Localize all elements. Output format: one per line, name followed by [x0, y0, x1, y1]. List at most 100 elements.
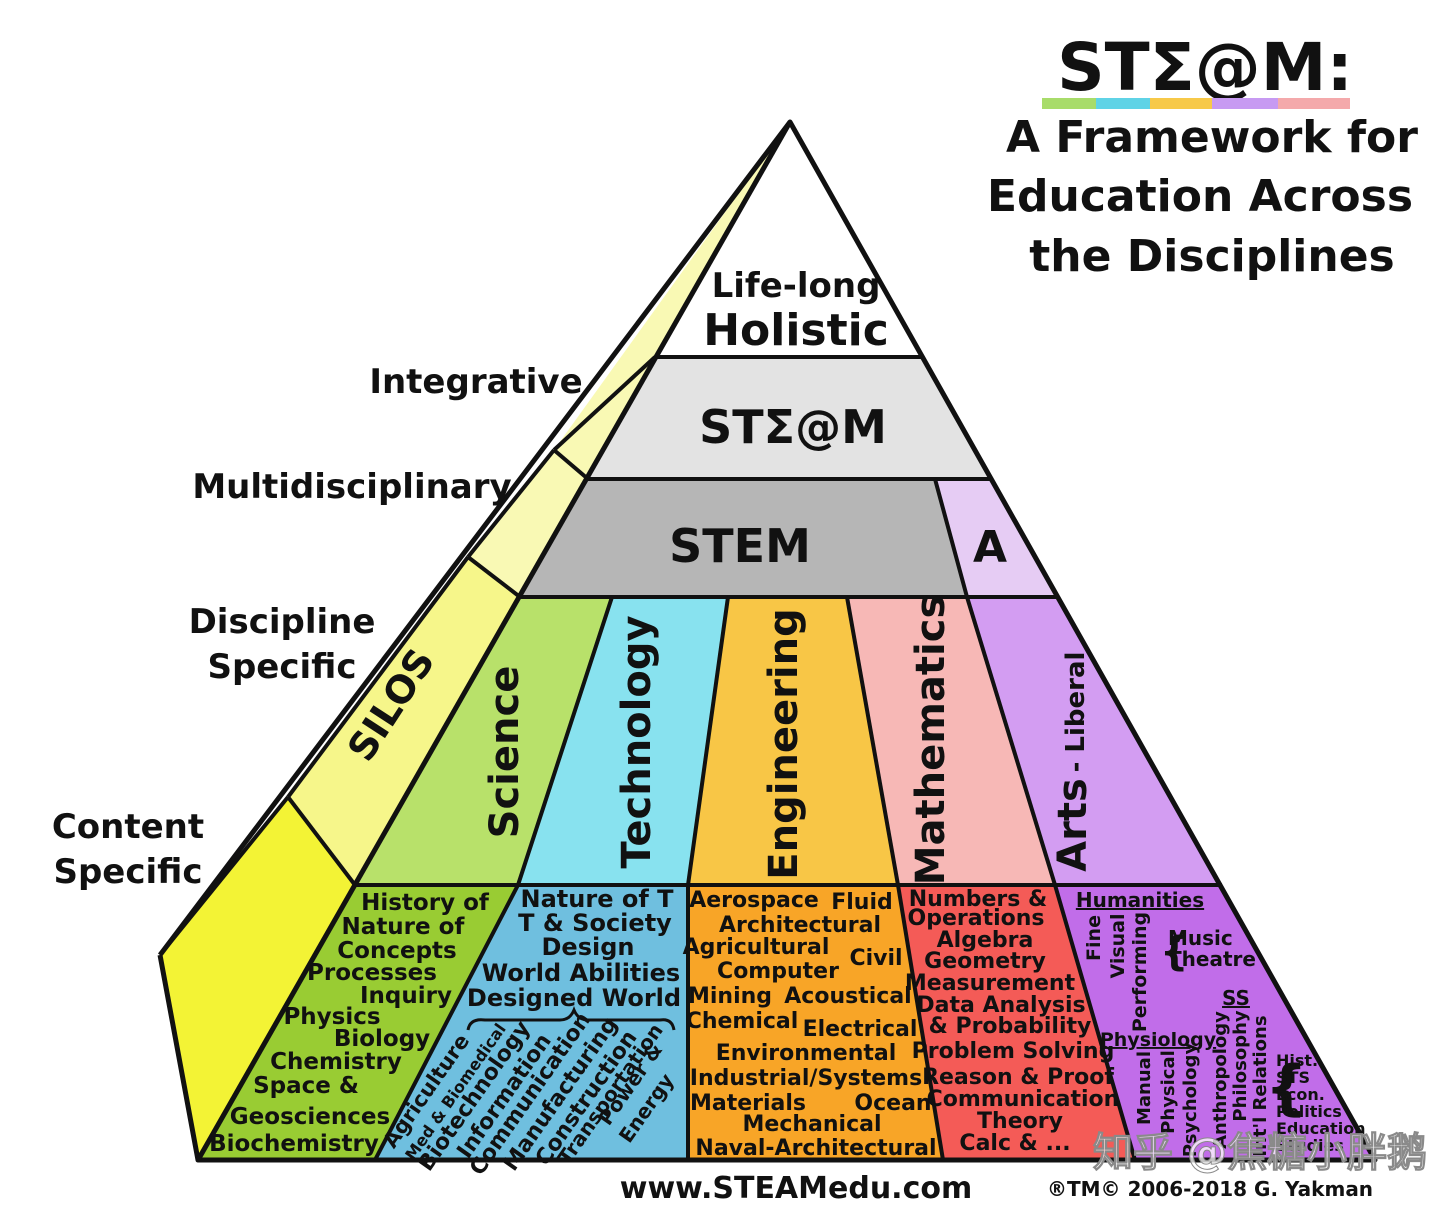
level-label-content: Content [52, 807, 204, 847]
arts-philosophy: Philosophy [1230, 1010, 1251, 1121]
science-item: Processes [307, 960, 437, 986]
arts-physiology: Physiology [1100, 1029, 1217, 1051]
science-item: Inquiry [360, 983, 452, 1009]
technology-column [518, 597, 728, 885]
engineering-item: Mining [688, 984, 772, 1009]
steam-band [588, 357, 990, 479]
pyramid-outlines [157, 119, 1378, 1163]
underline-purple [1212, 98, 1278, 109]
mathematics-item: Communication [927, 1087, 1120, 1112]
engineering-item: Aerospace [689, 888, 819, 913]
diagram-title: STΣ@M: [1057, 29, 1353, 106]
science-item: Chemistry [270, 1049, 402, 1075]
discipline-label-science: Science [482, 666, 528, 839]
technology-content-cell [375, 885, 688, 1160]
mathematics-item: Theory [977, 1109, 1063, 1134]
engineering-item: Acoustical [784, 984, 911, 1009]
arts-ss: SS [1222, 986, 1250, 1010]
side-face-content [160, 797, 355, 1160]
science-item: Space & [253, 1073, 359, 1099]
diagram-subtitle-line-2: Education Across [987, 171, 1413, 222]
engineering-content-cell [688, 885, 943, 1160]
science-item: Biology [334, 1026, 430, 1052]
mathematics-column [847, 597, 1055, 885]
arts-intl-relations: Int'l Relations [1250, 1015, 1271, 1156]
engineering-item: Fluid [831, 890, 893, 915]
science-item: Biochemistry [209, 1131, 379, 1157]
arts-visual: Visual [1107, 913, 1129, 978]
science-item: Nature of [342, 914, 466, 940]
arts-performing: Performing [1129, 912, 1151, 1032]
technology-item: World Abilities [482, 959, 680, 987]
level-label-content-specific: Specific [53, 852, 202, 892]
mathematics-item: Measurement [905, 971, 1076, 996]
apex-label-lifelong: Life-long [712, 266, 881, 306]
apex-band [655, 122, 922, 357]
steam-band-label: STΣ@M [699, 400, 887, 454]
diagram-subtitle-line-1: A Framework for [1006, 112, 1418, 163]
mathematics-item: Algebra [937, 928, 1034, 953]
arts-study-item: Politics [1276, 1102, 1342, 1121]
arts-study-item: Studies [1276, 1136, 1344, 1155]
engineering-item: Mechanical [743, 1112, 882, 1137]
arts-fine: Fine [1083, 915, 1105, 961]
watermark: 知乎 @焦糖小胖鹅 [1093, 1130, 1427, 1176]
underline-cyan [1096, 98, 1150, 109]
arts-theatre: Theatre [1168, 947, 1256, 971]
technology-item: T & Society [518, 909, 672, 937]
science-content-cell [198, 885, 518, 1160]
footer-url[interactable]: www.STEAMedu.com [620, 1171, 973, 1206]
arts-manual: Manual [1134, 1051, 1155, 1125]
discipline-label-mathematics: Mathematics [908, 595, 954, 886]
arts-brace-2: { [1265, 1053, 1308, 1123]
arts-anthropology: Anthropology [1210, 1011, 1231, 1149]
engineering-column [688, 597, 898, 885]
science-item: Physics [283, 1004, 380, 1030]
science-column [355, 597, 612, 885]
discipline-label-arts-suffix: - Liberal [1061, 652, 1091, 773]
engineering-item: Computer [717, 959, 839, 984]
side-face-silos [288, 557, 520, 885]
arts-study-item: Econ. [1276, 1085, 1325, 1104]
arts-psychology: Psychology [1180, 1043, 1201, 1158]
technology-item: Design [542, 933, 635, 961]
stem-band-label: STEM [669, 519, 811, 573]
mathematics-item: Geometry [924, 949, 1046, 974]
engineering-item: Chemical [686, 1009, 799, 1034]
mathematics-item: & Probability [929, 1014, 1092, 1039]
engineering-item: Naval-Architectural [695, 1136, 936, 1161]
mathematics-item: Problem Solving [912, 1039, 1115, 1064]
mathematics-item: Reason & Proof [922, 1065, 1114, 1090]
engineering-item: Electrical [803, 1017, 918, 1042]
engineering-item: Civil [849, 946, 902, 971]
apex-label-holistic: Holistic [703, 305, 889, 356]
engineering-item: Environmental [716, 1041, 897, 1066]
discipline-label-engineering: Engineering [761, 608, 807, 879]
level-label-specific: Specific [207, 647, 356, 687]
arts-study-item: Education [1276, 1119, 1366, 1138]
title-color-underline [1042, 98, 1350, 109]
arts-humanities: Humanities [1076, 888, 1204, 912]
arts-study-item: STS [1276, 1068, 1310, 1087]
arts-study-item: Hist. [1276, 1051, 1318, 1070]
side-face-multidisciplinary [468, 357, 655, 597]
mathematics-content-list: Numbers &OperationsAlgebraGeometryMeasur… [905, 887, 1119, 1156]
science-item: History of [361, 890, 490, 916]
science-item: Concepts [337, 938, 456, 964]
mathematics-item: Data Analysis [916, 993, 1085, 1018]
arts-music: Music [1168, 926, 1233, 950]
level-label-integrative: Integrative [369, 362, 582, 402]
mathematics-item: Numbers & [909, 887, 1047, 912]
engineering-item: Ocean [854, 1091, 931, 1116]
underline-pink [1278, 98, 1350, 109]
footer-copyright: ®TM© 2006-2018 G. Yakman [1047, 1177, 1373, 1201]
engineering-item: Materials [690, 1091, 806, 1116]
stem-band [520, 479, 967, 597]
underline-green [1042, 98, 1096, 109]
a-band-label: A [973, 522, 1007, 573]
arts-content-cell [1055, 885, 1375, 1160]
